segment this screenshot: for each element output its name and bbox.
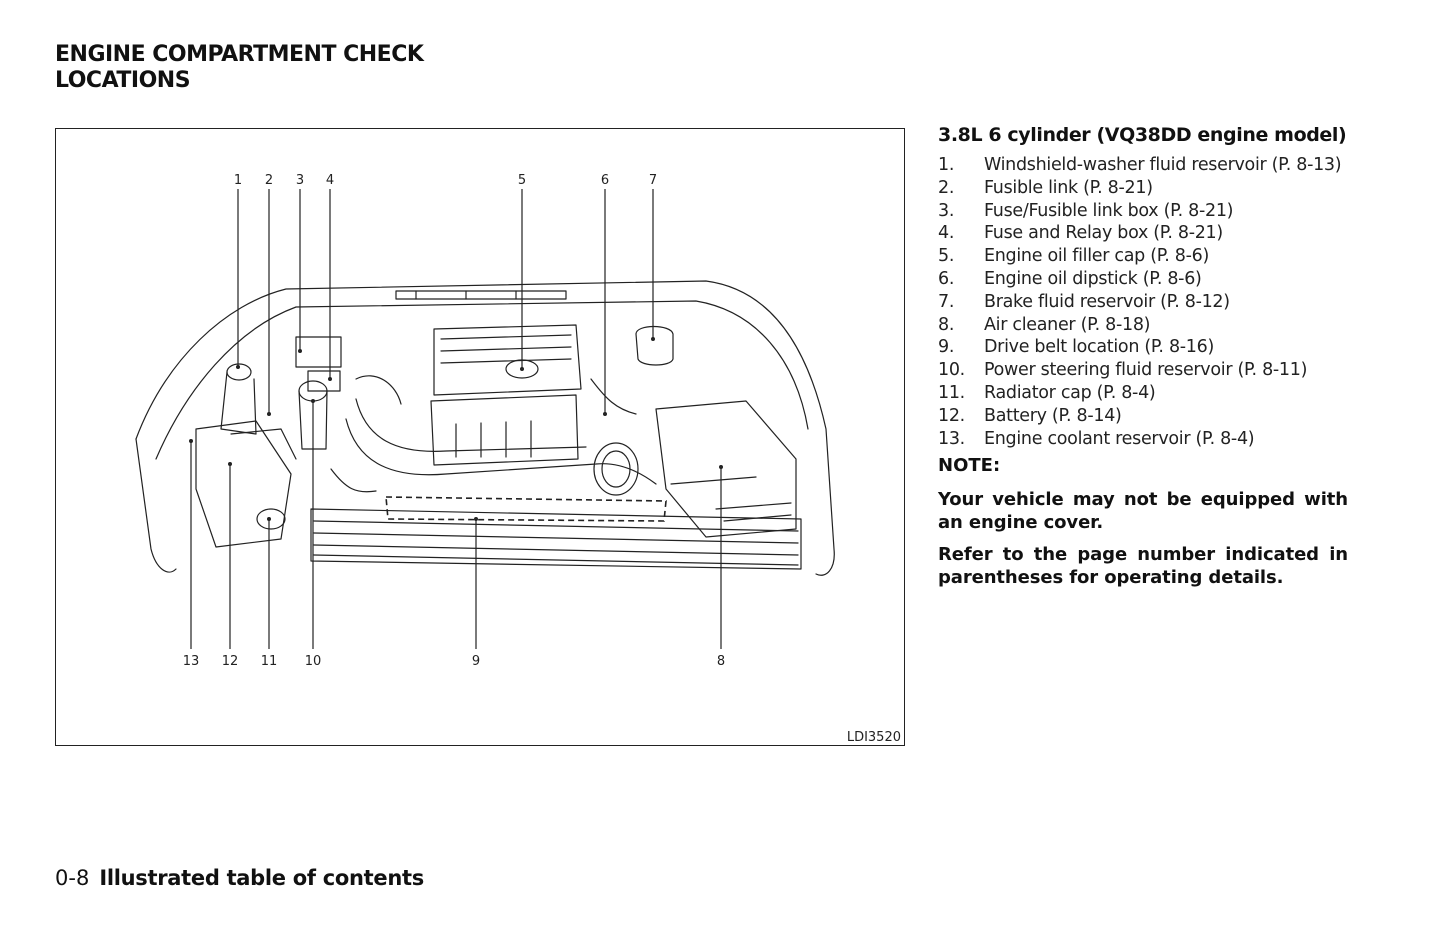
callout-10: 10 bbox=[305, 654, 322, 669]
section-title: Illustrated table of contents bbox=[99, 866, 424, 890]
radiator-support bbox=[310, 508, 802, 570]
page-title: ENGINE COMPARTMENT CHECK LOCATIONS bbox=[55, 42, 424, 94]
brake-reservoir-shape bbox=[635, 325, 674, 366]
note-paragraph: Refer to the page number indicated in pa… bbox=[938, 544, 1348, 589]
item-number: 11. bbox=[938, 382, 965, 403]
item-text: Drive belt location (P. 8-16) bbox=[984, 337, 1215, 358]
item-text: Fusible link (P. 8-21) bbox=[984, 177, 1153, 198]
item-number: 8. bbox=[938, 314, 955, 335]
item-text: Engine oil dipstick (P. 8-6) bbox=[984, 268, 1202, 289]
item-number: 7. bbox=[938, 291, 955, 312]
engine-compartment-figure: 1 2 3 4 5 6 7 13 12 11 10 9 8 LDI3520 bbox=[55, 128, 905, 746]
callout-8: 8 bbox=[717, 654, 725, 669]
item-number: 1. bbox=[938, 155, 955, 175]
item-number: 3. bbox=[938, 200, 955, 221]
callout-1: 1 bbox=[234, 173, 242, 188]
item-number: 2. bbox=[938, 177, 955, 198]
callout-4: 4 bbox=[326, 173, 334, 188]
list-item: 5. Engine oil filler cap (P. 8-6) bbox=[938, 245, 1348, 268]
fender-outline bbox=[135, 280, 835, 576]
list-item: 13. Engine coolant reservoir (P. 8-4) bbox=[938, 428, 1348, 451]
item-text: Brake fluid reservoir (P. 8-12) bbox=[984, 291, 1230, 312]
list-item: 9. Drive belt location (P. 8-16) bbox=[938, 336, 1348, 359]
page-title-line-1: ENGINE COMPARTMENT CHECK bbox=[55, 42, 424, 67]
fuse-box-shape bbox=[295, 336, 342, 368]
page-number: 0-8 bbox=[55, 866, 90, 890]
list-item: 4. Fuse and Relay box (P. 8-21) bbox=[938, 222, 1348, 245]
list-item: 11. Radiator cap (P. 8-4) bbox=[938, 382, 1348, 405]
item-text: Radiator cap (P. 8-4) bbox=[984, 382, 1156, 403]
engine-illustration: 1 2 3 4 5 6 7 13 12 11 10 9 8 bbox=[135, 173, 835, 669]
callout-12: 12 bbox=[222, 654, 239, 669]
item-text: Fuse/Fusible link box (P. 8-21) bbox=[984, 200, 1234, 221]
page-footer: 0-8 Illustrated table of contents bbox=[55, 864, 424, 892]
item-number: 12. bbox=[938, 405, 965, 426]
callout-3: 3 bbox=[296, 173, 304, 188]
item-number: 13. bbox=[938, 428, 965, 449]
note-label: NOTE: bbox=[938, 455, 1001, 477]
item-number: 9. bbox=[938, 337, 955, 358]
callout-5: 5 bbox=[518, 173, 526, 188]
list-item: 10. Power steering fluid reservoir (P. 8-… bbox=[938, 359, 1348, 382]
callout-13: 13 bbox=[183, 654, 200, 669]
item-text: Engine oil filler cap (P. 8-6) bbox=[984, 246, 1210, 267]
item-text: Air cleaner (P. 8-18) bbox=[984, 314, 1151, 335]
callout-7: 7 bbox=[649, 173, 657, 188]
note-paragraph: Your vehicle may not be equipped with an… bbox=[938, 489, 1348, 534]
item-number: 4. bbox=[938, 223, 955, 244]
item-number: 10. bbox=[938, 360, 965, 381]
item-text: Battery (P. 8-14) bbox=[984, 405, 1122, 426]
list-item: 1. Windshield-washer fluid reservoir (P. … bbox=[938, 154, 1348, 177]
callout-6: 6 bbox=[601, 173, 609, 188]
list-item: 7. Brake fluid reservoir (P. 8-12) bbox=[938, 291, 1348, 314]
item-text: Windshield-washer fluid reservoir (P. 8-… bbox=[984, 155, 1342, 175]
list-item: 6. Engine oil dipstick (P. 8-6) bbox=[938, 268, 1348, 291]
item-number: 5. bbox=[938, 246, 955, 267]
item-text: Fuse and Relay box (P. 8-21) bbox=[984, 223, 1223, 244]
air-cleaner-box bbox=[655, 400, 797, 538]
list-item: 12. Battery (P. 8-14) bbox=[938, 405, 1348, 428]
figure-code: LDI3520 bbox=[845, 730, 902, 745]
engine-model-heading: 3.8L 6 cylinder (VQ38DD engine model) bbox=[938, 124, 1347, 146]
location-list: 1. Windshield-washer fluid reservoir (P. … bbox=[938, 154, 1348, 450]
intake-duct bbox=[345, 418, 657, 485]
engine-cover bbox=[433, 324, 582, 396]
list-item: 3. Fuse/Fusible link box (P. 8-21) bbox=[938, 200, 1348, 223]
legend-column: 3.8L 6 cylinder (VQ38DD engine model) 1.… bbox=[938, 122, 1348, 598]
page-title-line-2: LOCATIONS bbox=[55, 68, 191, 93]
item-number: 6. bbox=[938, 268, 955, 289]
callout-9: 9 bbox=[472, 654, 480, 669]
item-text: Engine coolant reservoir (P. 8-4) bbox=[984, 428, 1255, 449]
list-item: 8. Air cleaner (P. 8-18) bbox=[938, 314, 1348, 337]
item-text: Power steering fluid reservoir (P. 8-11) bbox=[984, 360, 1308, 381]
drive-belt-outline bbox=[385, 496, 667, 522]
list-item: 2. Fusible link (P. 8-21) bbox=[938, 177, 1348, 200]
callout-11: 11 bbox=[261, 654, 278, 669]
callout-2: 2 bbox=[265, 173, 273, 188]
battery-shape bbox=[195, 420, 292, 548]
